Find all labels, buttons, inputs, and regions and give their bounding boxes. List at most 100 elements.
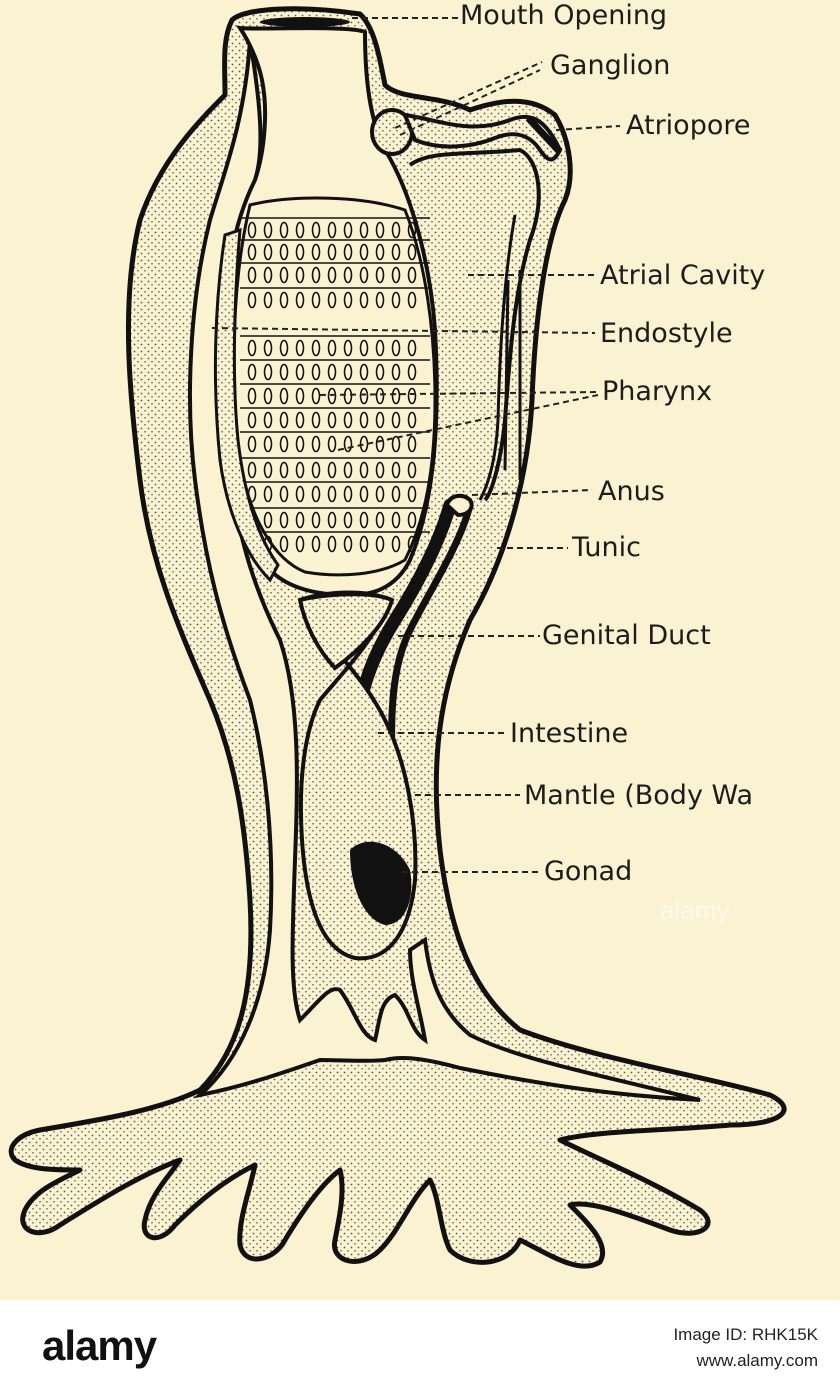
label-tunic: Tunic	[572, 532, 641, 563]
stigma-slit	[391, 339, 401, 357]
stigma-slit	[359, 266, 369, 284]
stigma-slit	[263, 387, 273, 405]
atrial-siphon	[401, 112, 563, 162]
stigma-slit	[295, 411, 305, 429]
stigma-slit	[311, 339, 321, 357]
stigma-slit	[327, 535, 337, 553]
mouth-opening-mark	[260, 17, 350, 27]
stigma-slit	[359, 511, 369, 529]
atriopore-mark	[526, 116, 562, 154]
stigma-slit	[263, 243, 273, 261]
endostyle-band	[213, 227, 280, 583]
stigma-slit	[375, 291, 385, 309]
stigma-slit	[343, 435, 353, 453]
stigma-slit	[327, 363, 337, 381]
stigma-slit	[391, 243, 401, 261]
stigma-slit	[375, 411, 385, 429]
stigma-slit	[295, 461, 305, 479]
stigma-slit	[279, 435, 289, 453]
stigma-slit	[327, 435, 337, 453]
gonad-mass	[350, 841, 412, 925]
label-endostyle: Endostyle	[600, 318, 733, 349]
label-anus: Anus	[598, 476, 665, 507]
stigma-slit	[327, 291, 337, 309]
stigma-slit	[327, 387, 337, 405]
stigma-slit	[375, 485, 385, 503]
genital-duct-line	[388, 501, 474, 764]
stigma-slit	[359, 243, 369, 261]
stigma-slit	[343, 266, 353, 284]
stigma-slit	[407, 511, 417, 529]
stigma-slit	[343, 291, 353, 309]
stigma-slit	[327, 511, 337, 529]
stigma-slit	[343, 243, 353, 261]
footer-logo[interactable]: alamy	[42, 1322, 157, 1369]
stomach-mass	[297, 592, 395, 671]
stigma-slit	[407, 339, 417, 357]
stigma-slit	[263, 221, 273, 239]
stigma-slit	[295, 535, 305, 553]
label-ganglion: Ganglion	[550, 50, 671, 81]
label-pharynx: Pharynx	[602, 376, 713, 407]
stigma-slit	[311, 535, 321, 553]
stigma-slit	[263, 485, 273, 503]
pharynx-stigmata	[240, 217, 430, 553]
stigma-slit	[263, 291, 273, 309]
atrial-cavity-inner	[478, 214, 522, 501]
pharynx-basket	[232, 196, 437, 577]
anus-mark	[444, 493, 474, 518]
stigma-slit	[407, 411, 417, 429]
stigma-slit	[295, 387, 305, 405]
stigma-slit	[247, 339, 257, 357]
stigma-slit	[279, 511, 289, 529]
label-intestine: Intestine	[510, 718, 629, 749]
stigma-slit	[263, 363, 273, 381]
stigma-slit	[407, 535, 417, 553]
leader-lines	[211, 17, 621, 873]
stigma-slit	[359, 363, 369, 381]
stigma-slit	[263, 461, 273, 479]
stigma-slit	[359, 387, 369, 405]
stigma-slit	[343, 387, 353, 405]
stigma-slit	[263, 435, 273, 453]
stigma-slit	[247, 221, 257, 239]
stigma-slit	[327, 411, 337, 429]
stigma-slit	[279, 485, 289, 503]
stigma-slit	[279, 535, 289, 553]
image-id-text: Image ID: RHK15K	[673, 1325, 818, 1344]
stigma-slit	[327, 339, 337, 357]
stigma-slit	[391, 411, 401, 429]
stigma-slit	[295, 485, 305, 503]
stigma-slit	[391, 363, 401, 381]
stigma-slit	[311, 387, 321, 405]
stigma-slit	[391, 535, 401, 553]
stigma-slit	[247, 387, 257, 405]
site-url-text[interactable]: www.alamy.com	[696, 1351, 818, 1370]
stigma-slit	[311, 511, 321, 529]
label-mouth-opening: Mouth Opening	[460, 0, 668, 31]
stigma-slit	[375, 511, 385, 529]
stigma-slit	[279, 221, 289, 239]
stigma-slit	[327, 221, 337, 239]
stigma-slit	[279, 387, 289, 405]
stigma-slit	[407, 291, 417, 309]
stigma-slit	[295, 291, 305, 309]
stigma-slit	[247, 243, 257, 261]
stigma-slit	[343, 485, 353, 503]
stigma-slit	[327, 485, 337, 503]
stigma-slit	[407, 266, 417, 284]
stigma-slit	[391, 485, 401, 503]
stigma-slit	[391, 511, 401, 529]
stigma-slit	[247, 363, 257, 381]
stigma-slit	[279, 363, 289, 381]
stigma-slit	[311, 411, 321, 429]
stigma-slit	[359, 485, 369, 503]
stigma-slit	[311, 435, 321, 453]
tunicate-drawing	[8, 6, 787, 1269]
stigma-slit	[343, 339, 353, 357]
watermark: alamy	[660, 895, 730, 925]
stigma-slit	[311, 243, 321, 261]
stigma-slit	[359, 221, 369, 239]
stigma-slit	[391, 461, 401, 479]
stigma-slit	[375, 266, 385, 284]
